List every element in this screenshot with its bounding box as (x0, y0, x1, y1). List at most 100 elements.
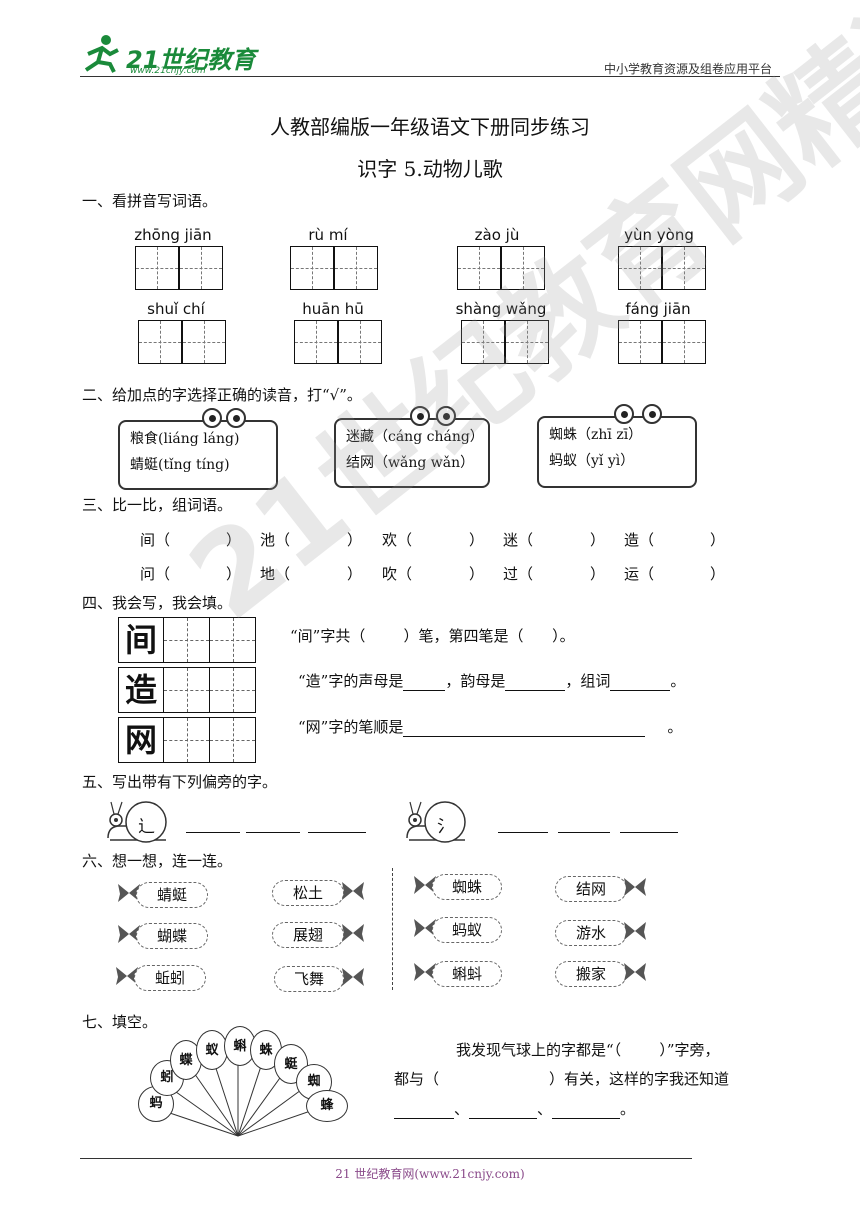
compare-item: 欢（ (382, 531, 413, 549)
text: 、 (537, 1100, 553, 1118)
snail-icon (406, 801, 466, 843)
compare-close: ） (469, 565, 485, 583)
text: ，组词 (565, 672, 611, 690)
text: 。 (667, 718, 683, 736)
q7-line1: 我发现气球上的字都是“（ ）”字旁， (456, 1041, 720, 1059)
match-word[interactable]: 游水 (555, 920, 627, 946)
match-word[interactable]: 展翅 (272, 922, 344, 948)
page-subtitle: 识字 5.动物儿歌 (357, 157, 503, 181)
answer-blank[interactable] (558, 816, 610, 833)
reading-option[interactable]: 蚂蚁（yǐ yì） (549, 453, 635, 469)
reading-option[interactable]: 蜘蛛（zhī zī） (549, 427, 643, 443)
answer-blank[interactable] (394, 1100, 454, 1119)
eye-icon (614, 404, 634, 424)
practice-box[interactable] (164, 617, 210, 663)
reading-board: 蜘蛛（zhī zī） 蚂蚁（yǐ yì） (537, 416, 697, 488)
platform-label: 中小学教育资源及组卷应用平台 (603, 62, 772, 76)
pinyin-label: zào jù (474, 226, 520, 244)
butterfly-icon (414, 919, 436, 937)
match-word[interactable]: 蚂蚁 (432, 917, 502, 943)
word-blank[interactable] (610, 672, 671, 691)
writing-box[interactable] (138, 320, 182, 364)
compare-item: 造（ (624, 531, 655, 549)
runner-logo-icon (84, 35, 119, 73)
match-word[interactable]: 结网 (555, 876, 627, 902)
q5-heading: 五、写出带有下列偏旁的字。 (82, 773, 278, 791)
butterfly-icon (118, 925, 140, 943)
pinyin-label: fáng jiān (625, 300, 691, 318)
answer-blank[interactable] (186, 816, 240, 833)
butterfly-icon (342, 968, 364, 986)
match-word[interactable]: 蜘蛛 (432, 874, 502, 900)
q7-line2: 都与（）有关，这样的字我还知道 (394, 1068, 729, 1089)
writing-box[interactable] (662, 320, 706, 364)
q7-heading: 七、填空。 (82, 1013, 158, 1031)
match-word[interactable]: 蜻蜓 (136, 882, 208, 908)
match-word[interactable]: 蝌蚪 (432, 961, 502, 987)
practice-box[interactable] (164, 717, 210, 763)
writing-box[interactable] (135, 246, 179, 290)
answer-blank[interactable] (552, 1100, 621, 1119)
watermark: 21世纪教育网精选资料 (166, 0, 860, 647)
compare-item: 吹（ (382, 565, 413, 583)
writing-box[interactable] (501, 246, 545, 290)
writing-box[interactable] (505, 320, 549, 364)
writing-box[interactable] (334, 246, 378, 290)
compare-close: ） (347, 565, 363, 583)
stroke-order-blank[interactable] (403, 718, 646, 737)
answer-blank[interactable] (469, 1100, 538, 1119)
match-word[interactable]: 蝴蝶 (136, 923, 208, 949)
writing-box[interactable] (182, 320, 226, 364)
text: 。 (620, 1100, 636, 1118)
reading-option[interactable]: 迷藏（cáng cháng） (346, 429, 484, 445)
butterfly-icon (414, 876, 436, 894)
writing-box[interactable] (290, 246, 334, 290)
compare-close: ） (347, 531, 363, 549)
writing-box[interactable] (618, 246, 662, 290)
snail-icon (107, 801, 167, 843)
initial-blank[interactable] (403, 672, 446, 691)
answer-blank[interactable] (498, 816, 548, 833)
butterfly-icon (414, 963, 436, 981)
final-blank[interactable] (505, 672, 566, 691)
pinyin-label: rù mí (308, 226, 348, 244)
reading-option[interactable]: 蜻蜓(tǐng tíng) (130, 457, 230, 473)
writing-box[interactable] (461, 320, 505, 364)
q6-heading: 六、想一想，连一连。 (82, 852, 233, 870)
answer-blank[interactable] (246, 816, 300, 833)
balloon: 蚁 (196, 1030, 228, 1070)
answer-blank[interactable] (308, 816, 366, 833)
practice-box[interactable] (210, 617, 256, 663)
model-char: 网 (118, 717, 164, 763)
practice-box[interactable] (164, 667, 210, 713)
writing-box[interactable] (179, 246, 223, 290)
writing-box[interactable] (618, 320, 662, 364)
compare-close: ） (710, 565, 726, 583)
compare-close: ） (590, 531, 606, 549)
text: ）有关，这样的字我还知道 (549, 1070, 730, 1088)
practice-box[interactable] (210, 717, 256, 763)
writing-box[interactable] (662, 246, 706, 290)
reading-option[interactable]: 结网（wǎng wǎn） (346, 455, 475, 471)
match-word[interactable]: 飞舞 (274, 966, 344, 992)
writing-box[interactable] (294, 320, 338, 364)
page-title: 人教部编版一年级语文下册同步练习 (270, 115, 590, 139)
compare-item: 运（ (624, 565, 655, 583)
writing-box[interactable] (457, 246, 501, 290)
answer-blank[interactable] (620, 816, 678, 833)
q1-heading: 一、看拼音写词语。 (82, 192, 218, 210)
compare-item: 池（ (260, 531, 291, 549)
match-word[interactable]: 松土 (272, 880, 344, 906)
match-word[interactable]: 蚯蚓 (134, 965, 206, 991)
practice-box[interactable] (210, 667, 256, 713)
compare-item: 间（ (140, 531, 171, 549)
reading-option[interactable]: 粮食(liáng láng) (130, 431, 240, 447)
eye-icon (642, 404, 662, 424)
text: “造”字的声母是 (298, 672, 404, 690)
compare-close: ） (226, 531, 242, 549)
match-word[interactable]: 搬家 (555, 961, 627, 987)
butterfly-icon (342, 924, 364, 942)
butterfly-icon (624, 963, 646, 981)
reading-board: 迷藏（cáng cháng） 结网（wǎng wǎn） (334, 418, 490, 488)
writing-box[interactable] (338, 320, 382, 364)
